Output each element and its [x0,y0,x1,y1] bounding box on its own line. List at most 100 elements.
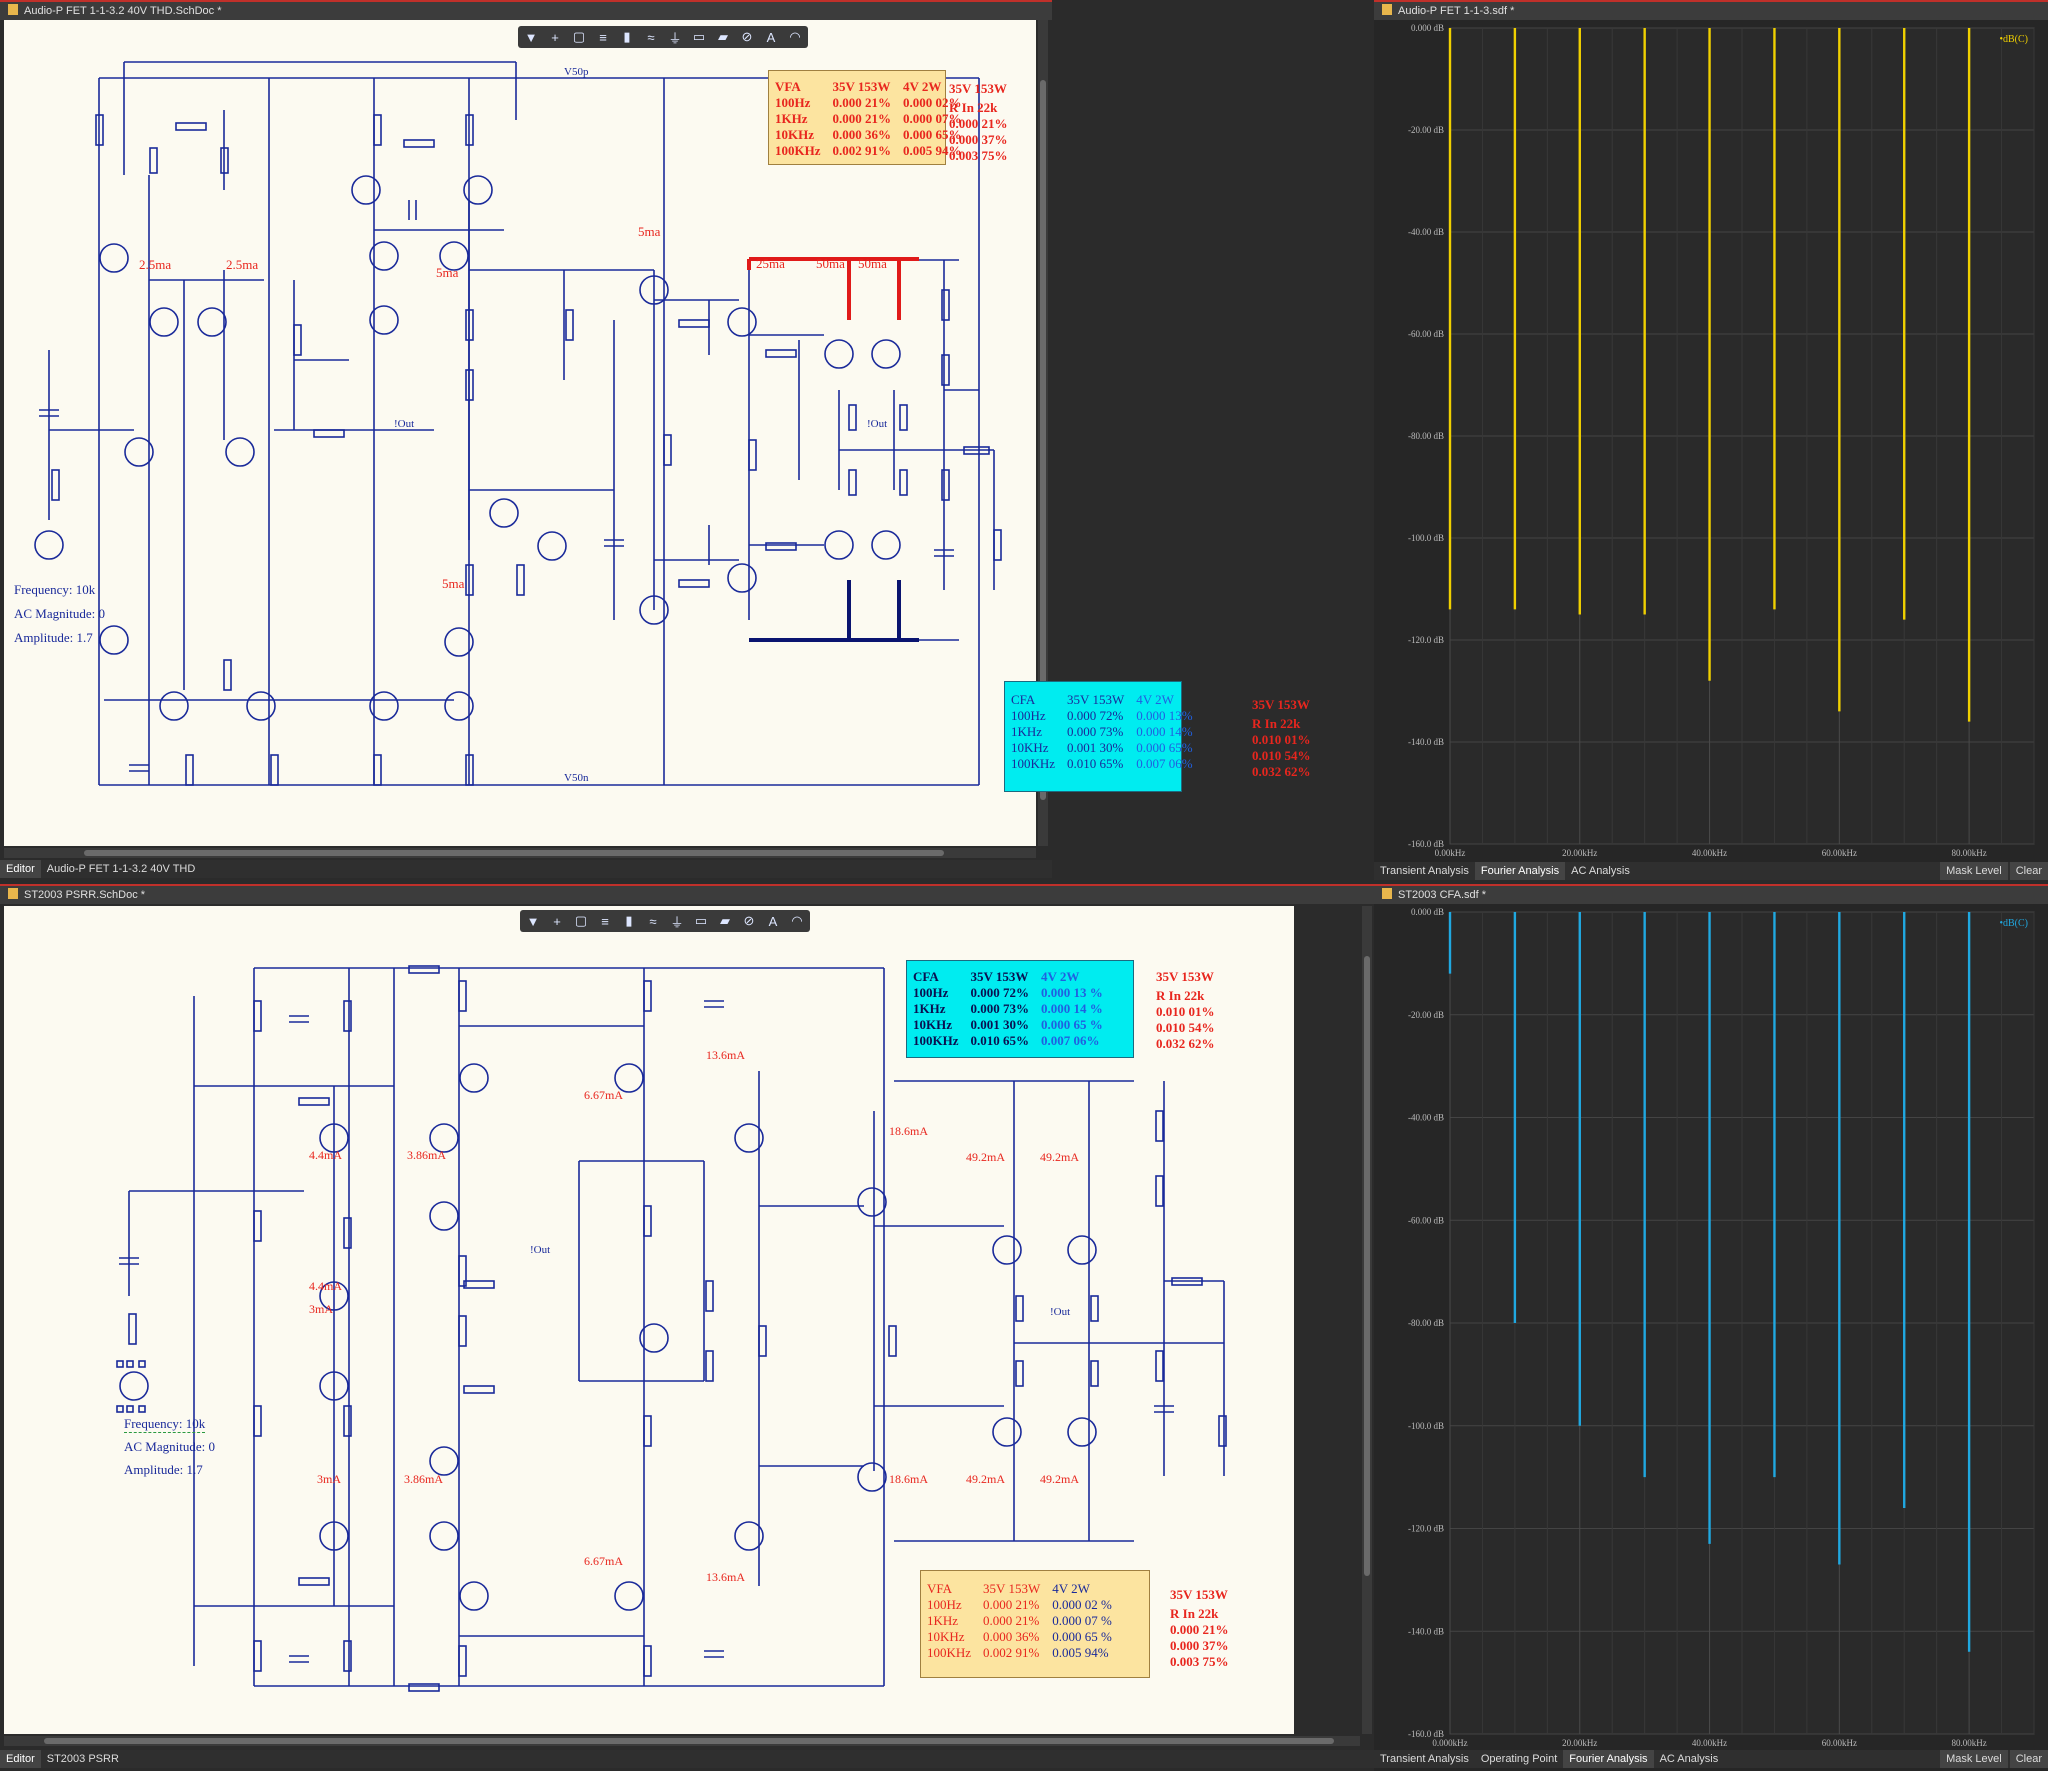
vfa-cell: 0.000 21% [983,1613,1040,1628]
port-icon[interactable]: ▭ [692,29,706,44]
no-erc-icon[interactable]: ⊘ [743,913,755,928]
plus-icon[interactable]: + [553,913,561,929]
cfa-cell: 0.010 65% [970,1033,1030,1048]
cfa-cell: 0.007 06% [1041,1033,1100,1048]
bottom-current-label: 3.86mA [407,1148,446,1162]
bottom-fourier-chart[interactable]: 0.000 dB-20.00 dB-40.00 dB-60.00 dB-80.0… [1374,904,2048,1750]
cfa-side-header: 35V 153W [1156,969,1214,984]
vfa-header-cell: VFA [927,1581,953,1596]
plus-icon[interactable]: + [551,29,559,45]
bottom-current-label: 18.6mA [889,1124,928,1138]
arc-icon[interactable]: ◠ [789,29,801,44]
part-icon[interactable]: ▮ [625,913,633,928]
ground-icon[interactable]: ⏚ [668,30,682,46]
cfa-cell: 0.010 65% [1067,756,1124,771]
tab-fourier[interactable]: Fourier Analysis [1474,862,1566,880]
top-current-label: 50ma [858,256,887,271]
port-icon[interactable]: ▭ [694,913,708,928]
tab-fourier[interactable]: Fourier Analysis [1563,1750,1654,1768]
tab-operating-point[interactable]: Operating Point [1480,1753,1558,1765]
top-plot-titlebar[interactable]: Audio-P FET 1-1-3.sdf * [1374,0,2048,20]
bottom-source-frequency: Frequency: 10k [124,1416,206,1433]
arc-icon[interactable]: ◠ [791,913,803,928]
filter-icon[interactable]: ▼ [524,29,538,45]
bottom-current-label: 4.4mA [309,1279,342,1293]
bottom-plot-titlebar[interactable]: ST2003 CFA.sdf * [1374,884,2048,904]
top-out-label-2: !Out [867,418,888,430]
bottom-current-label: 6.67mA [584,1088,623,1102]
y-tick-label: 0.000 dB [1411,23,1444,33]
bottom-schematic-vscroll[interactable] [1362,906,1372,1734]
tab-doc[interactable]: Audio-P FET 1-1-3.2 40V THD [46,863,196,875]
top-schematic-tabbar: Editor Audio-P FET 1-1-3.2 40V THD [0,860,1052,878]
cfa-cell: 10KHz [913,1017,952,1032]
tab-editor[interactable]: Editor [0,1750,41,1768]
top-current-label: 5ma [442,576,465,591]
net-label-icon[interactable]: ▰ [718,29,728,44]
wire-icon[interactable]: ≈ [647,29,655,45]
bottom-current-label: 4.4mA [309,1148,342,1162]
part-icon[interactable]: ▮ [623,29,631,44]
top-current-label: 2.5ma [139,257,172,272]
filter-icon[interactable]: ▼ [526,913,540,929]
tab-transient[interactable]: Transient Analysis [1380,865,1469,877]
top-schematic-vscroll[interactable] [1038,20,1048,846]
vfa-cell: 0.005 94% [903,143,962,158]
bottom-schematic-titlebar[interactable]: ST2003 PSRR.SchDoc * [0,884,1374,904]
schematic-doc-icon [8,888,18,899]
top-schematic-sheet[interactable]: Frequency: 10k AC Magnitude: 0 Amplitude… [4,20,1036,846]
align-icon[interactable]: ≡ [601,913,609,929]
scroll-thumb[interactable] [1364,956,1370,1576]
top-cfa-side: 35V 153W R In 22k 0.010 01% 0.010 54% 0.… [1252,694,1311,780]
tab-ac[interactable]: AC Analysis [1571,865,1630,877]
waveform-doc-icon [1382,4,1392,15]
scroll-thumb[interactable] [1040,80,1046,800]
tab-ac[interactable]: AC Analysis [1659,1753,1719,1765]
ground-icon[interactable]: ⏚ [670,914,684,930]
top-schematic-toolbar: ▼ + ▢ ≡ ▮ ≈ ⏚ ▭ ▰ ⊘ A ◠ [518,26,808,48]
text-icon[interactable]: A [766,29,776,45]
cfa-cell: 100KHz [913,1033,959,1048]
bottom-current-label: 6.67mA [584,1554,623,1568]
vfa-side-header: 35V 153W [1170,1587,1228,1602]
vfa-header-cell: 4V 2W [1052,1581,1090,1596]
bottom-schematic-tabbar: Editor ST2003 PSRR [0,1750,1374,1768]
y-tick-label: -40.00 dB [1408,1113,1444,1123]
select-icon[interactable]: ▢ [572,29,586,44]
bottom-source-amplitude: Amplitude: 1.7 [124,1462,203,1477]
bottom-current-label: 13.6mA [706,1570,745,1584]
top-fourier-chart[interactable]: 0.000 dB-20.00 dB-40.00 dB-60.00 dB-80.0… [1374,20,2048,860]
align-icon[interactable]: ≡ [599,29,607,45]
vfa-side-cell: 0.000 37% [949,132,1008,147]
y-tick-label: -80.00 dB [1408,1318,1444,1328]
vfa-side-cell: 0.003 75% [949,148,1008,163]
mask-level-button[interactable]: Mask Level [1940,862,2008,880]
vfa-cell: 0.000 36% [832,127,892,142]
vfa-side-cell: 0.000 37% [1170,1638,1229,1653]
clear-button[interactable]: Clear [2009,862,2048,880]
vfa-cell: 0.000 36% [983,1629,1040,1644]
net-label-icon[interactable]: ▰ [720,913,730,928]
top-source-frequency: Frequency: 10k [14,582,96,597]
cfa-cell: 0.000 65 % [1041,1017,1103,1032]
scroll-thumb[interactable] [44,1738,1334,1744]
top-vfa-side: 35V 153W R In 22k 0.000 21% 0.000 37% 0.… [949,78,1008,164]
vfa-header-cell: VFA [775,79,801,94]
wire-icon[interactable]: ≈ [649,913,657,929]
top-schematic-titlebar[interactable]: Audio-P FET 1-1-3.2 40V THD.SchDoc * [0,0,1052,20]
vfa-cell: 0.000 65 % [1052,1629,1112,1644]
tab-doc[interactable]: ST2003 PSRR [46,1753,119,1765]
tab-transient[interactable]: Transient Analysis [1380,1753,1469,1765]
tab-editor[interactable]: Editor [0,860,41,878]
x-tick-label: 0.00kHz [1435,848,1466,858]
bottom-schematic-hscroll[interactable] [4,1736,1360,1746]
scroll-thumb[interactable] [84,850,944,856]
top-schematic-hscroll[interactable] [4,848,1036,858]
bottom-plot-title: ST2003 CFA.sdf * [1398,889,1487,901]
text-icon[interactable]: A [768,913,778,929]
no-erc-icon[interactable]: ⊘ [741,29,753,44]
select-icon[interactable]: ▢ [574,913,588,928]
mask-level-button[interactable]: Mask Level [1940,1750,2008,1768]
clear-button[interactable]: Clear [2009,1750,2048,1768]
